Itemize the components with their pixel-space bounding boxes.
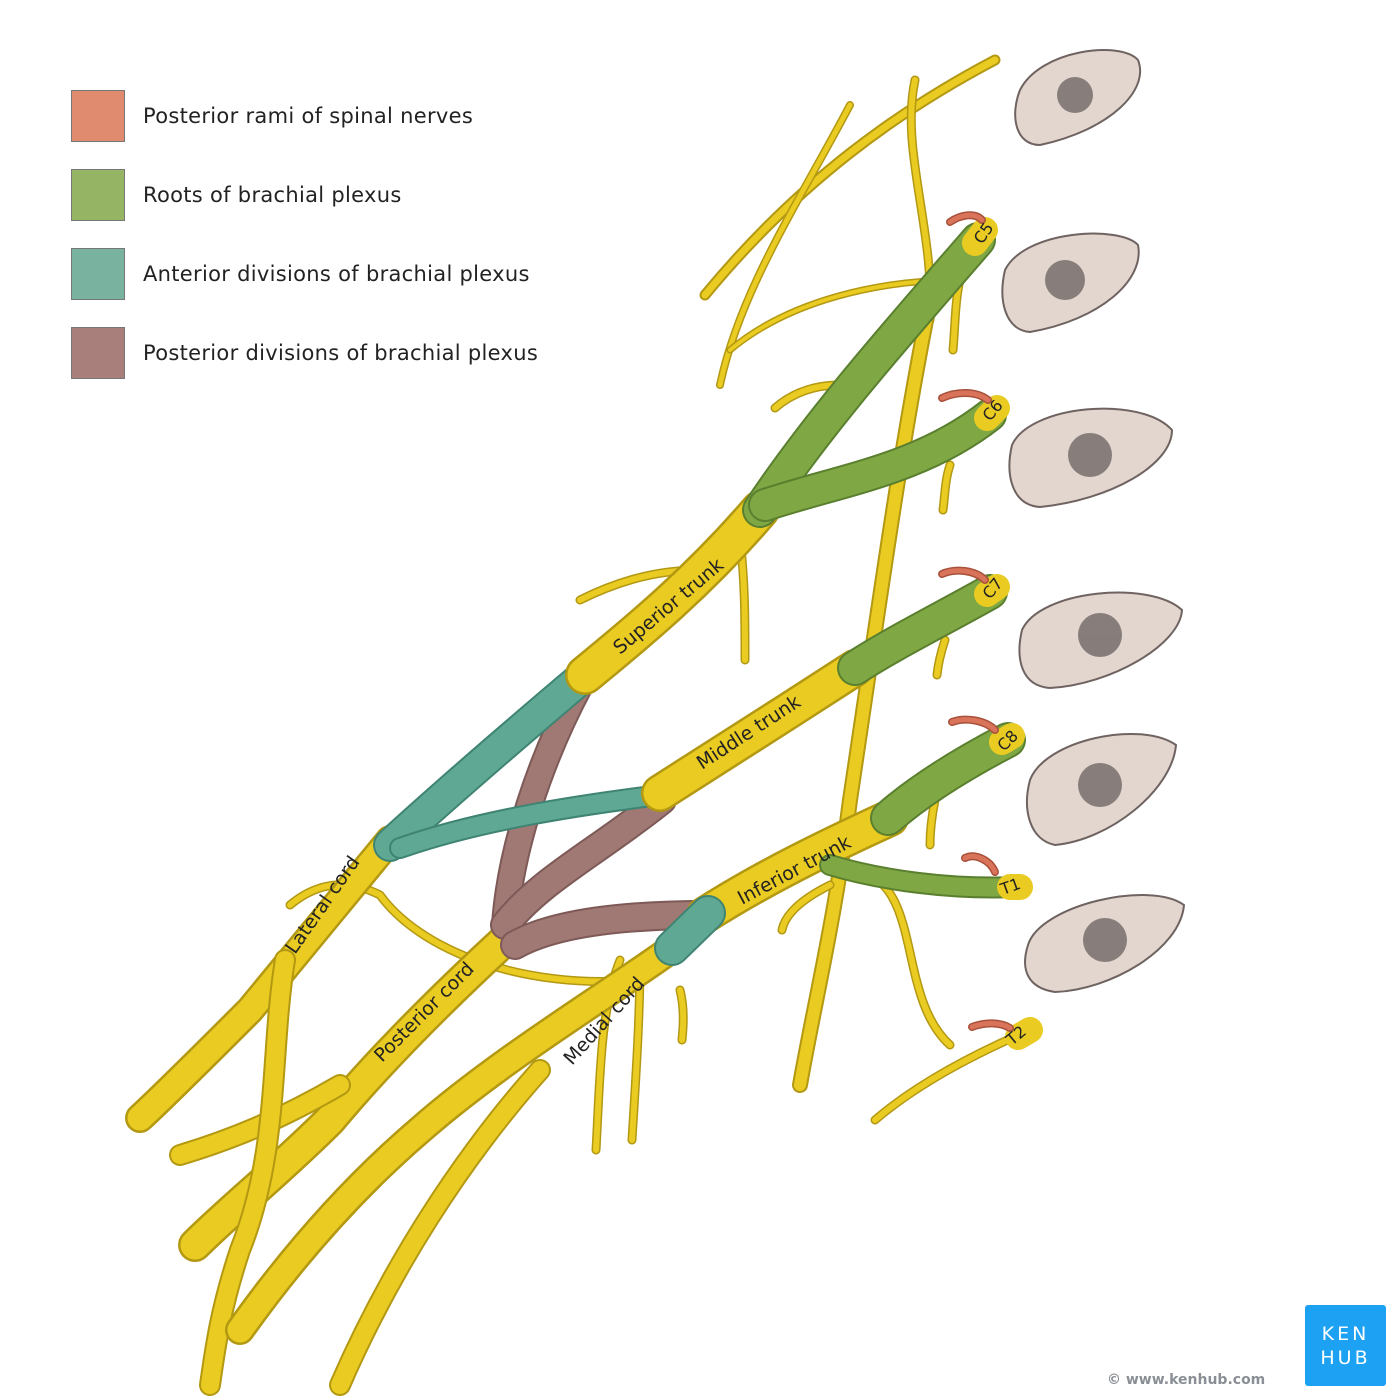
legend: Posterior rami of spinal nerves Roots of…: [71, 90, 538, 406]
label-posterior-cord: Posterior cord: [370, 958, 479, 1067]
kenhub-logo[interactable]: KEN HUB: [1305, 1305, 1386, 1386]
legend-swatch: [71, 169, 125, 221]
legend-label: Posterior rami of spinal nerves: [143, 104, 474, 128]
roots: [742, 222, 1029, 899]
legend-swatch: [71, 327, 125, 379]
copyright-text: © www.kenhub.com: [1107, 1372, 1266, 1388]
legend-item-anterior-divisions: Anterior divisions of brachial plexus: [71, 248, 538, 300]
logo-line-2: HUB: [1320, 1347, 1371, 1369]
legend-item-posterior-rami: Posterior rami of spinal nerves: [71, 90, 538, 142]
legend-label: Roots of brachial plexus: [143, 183, 402, 207]
logo-line-1: KEN: [1321, 1323, 1370, 1345]
legend-item-roots: Roots of brachial plexus: [71, 169, 538, 221]
legend-swatch: [71, 90, 125, 142]
legend-label: Posterior divisions of brachial plexus: [143, 341, 539, 365]
legend-item-posterior-divisions: Posterior divisions of brachial plexus: [71, 327, 538, 379]
legend-swatch: [71, 248, 125, 300]
anterior-divisions: [373, 658, 671, 862]
legend-label: Anterior divisions of brachial plexus: [143, 262, 530, 286]
vertebrae: [1001, 49, 1186, 994]
